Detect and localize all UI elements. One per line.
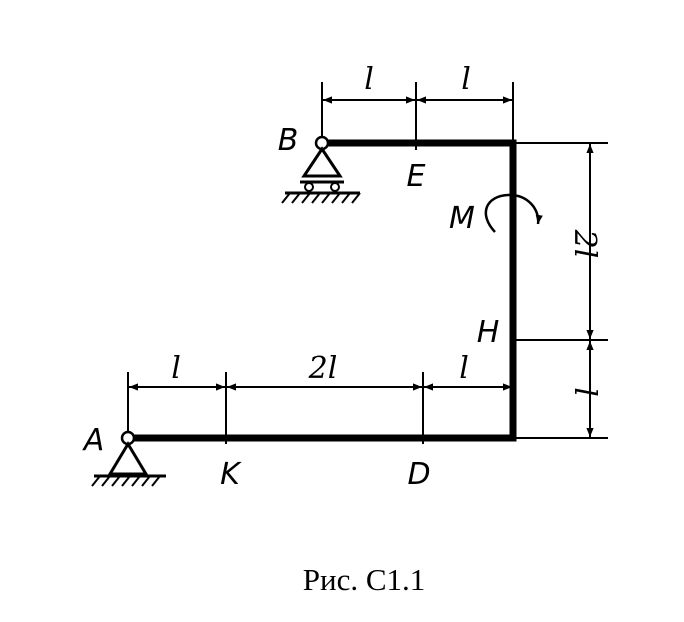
support-a-pin xyxy=(91,430,166,487)
figure-caption: Рис. С1.1 xyxy=(303,562,426,597)
label-h: H xyxy=(477,315,500,350)
dim-bottom-3: l xyxy=(459,351,469,386)
label-e: E xyxy=(407,159,426,194)
right-dimensions: 2l l xyxy=(516,142,608,439)
dim-right-upper: 2l xyxy=(567,229,602,259)
frame-structure xyxy=(126,139,517,442)
bottom-dimensions: l 2l l xyxy=(127,351,514,438)
label-b: B xyxy=(278,123,299,158)
support-b-roller xyxy=(281,135,361,204)
label-a: A xyxy=(82,423,105,458)
dim-bottom-2: 2l xyxy=(308,351,338,386)
dim-bottom-1: l xyxy=(171,351,181,386)
dim-top-1: l xyxy=(364,62,374,97)
ground-hatch-a xyxy=(91,475,161,487)
label-k: K xyxy=(220,457,242,492)
frame-beam xyxy=(126,139,517,442)
label-d: D xyxy=(407,457,430,492)
label-m: M xyxy=(449,201,475,236)
support-a-triangle xyxy=(107,441,149,476)
moment-m-arrow xyxy=(484,193,543,233)
ground-hatch-b xyxy=(281,192,361,204)
dim-right-lower: l xyxy=(567,387,602,397)
dim-top-2: l xyxy=(461,62,471,97)
support-b-triangle xyxy=(301,146,343,178)
top-dimensions: l l xyxy=(321,62,514,143)
